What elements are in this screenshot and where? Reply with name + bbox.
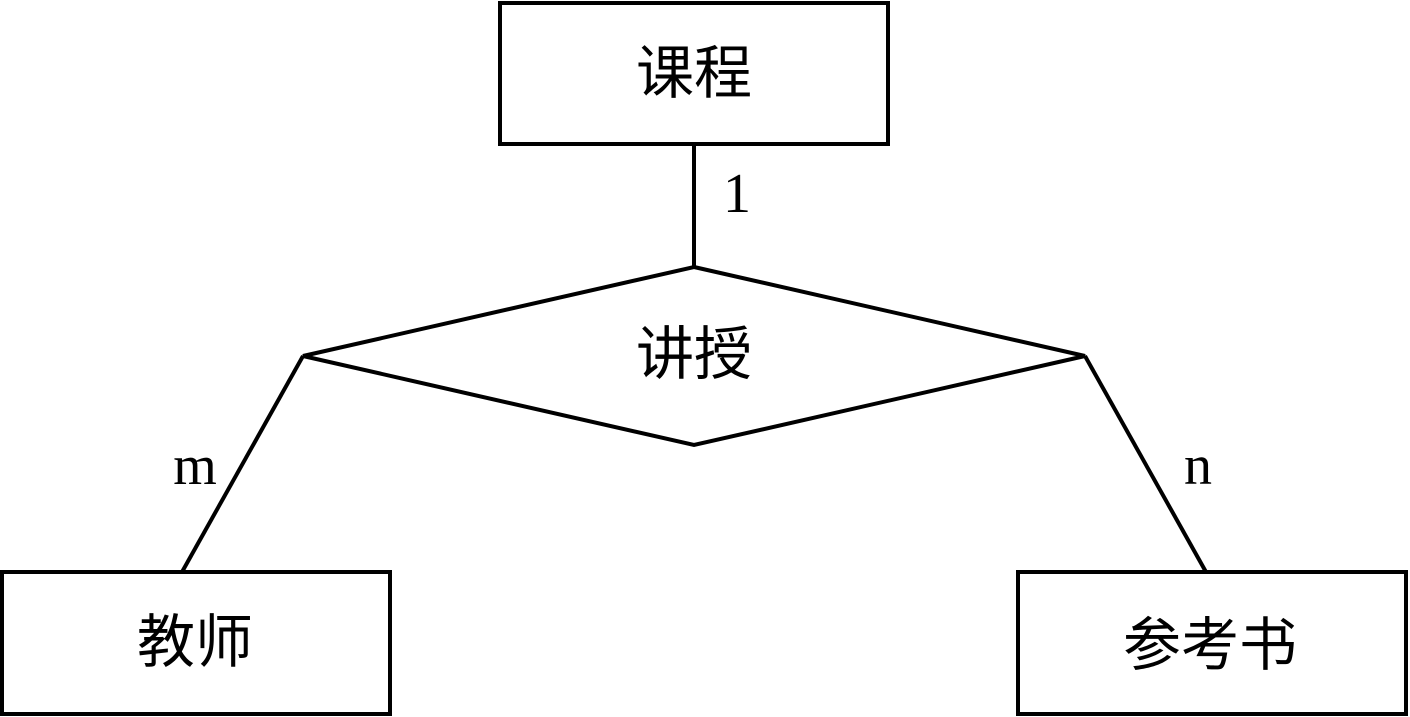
entity-teacher-label: 教师	[137, 608, 253, 676]
edge-relationship-teacher	[180, 355, 305, 573]
entity-reference-book-box	[1016, 570, 1408, 716]
entity-reference-book: 参考书	[1016, 570, 1408, 716]
entity-teacher: 教师	[0, 570, 392, 716]
entity-reference-book-label: 参考书	[1123, 611, 1297, 679]
relationship-teach-diamond	[302, 264, 1086, 448]
entity-course: 课程	[498, 1, 890, 146]
edge-relationship-reference-book	[1083, 355, 1208, 573]
relationship-teach: 讲授	[302, 264, 1086, 448]
relationship-teach-label: 讲授	[636, 320, 752, 388]
entity-course-label: 课程	[636, 39, 752, 107]
cardinality-reference-book: n	[1184, 435, 1212, 497]
cardinality-teacher: m	[173, 435, 217, 497]
cardinality-course: 1	[723, 163, 751, 225]
entity-course-box	[498, 1, 890, 146]
entity-teacher-box	[0, 570, 392, 716]
